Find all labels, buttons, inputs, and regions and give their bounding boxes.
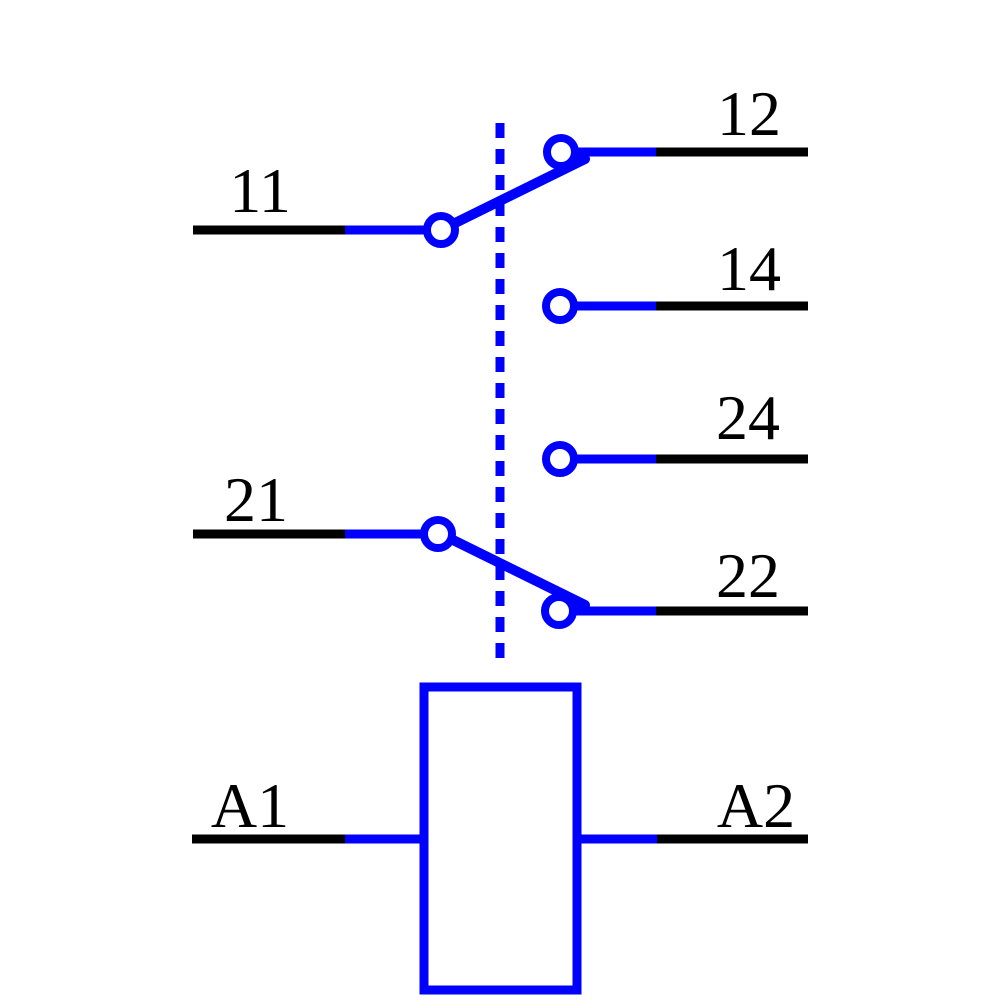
contact-12-pivot-circle — [543, 134, 579, 170]
contact-14-pivot-circle — [542, 288, 578, 324]
label-terminal-A2: A2 — [717, 770, 795, 841]
contact-21-pivot-circle — [420, 516, 456, 552]
contact1-armature — [442, 154, 590, 232]
label-terminal-A1: A1 — [211, 770, 289, 841]
label-terminal-21: 21 — [224, 464, 288, 535]
label-terminal-22: 22 — [716, 540, 780, 611]
contact-22-pivot-circle — [541, 593, 577, 629]
label-terminal-24: 24 — [716, 382, 780, 453]
relay-coil-rect — [419, 682, 582, 995]
contact-11-pivot-circle — [423, 212, 459, 248]
label-terminal-12: 12 — [717, 78, 781, 149]
label-terminal-11: 11 — [229, 155, 291, 226]
label-terminal-14: 14 — [717, 233, 781, 304]
contact-24-pivot-circle — [542, 441, 578, 477]
